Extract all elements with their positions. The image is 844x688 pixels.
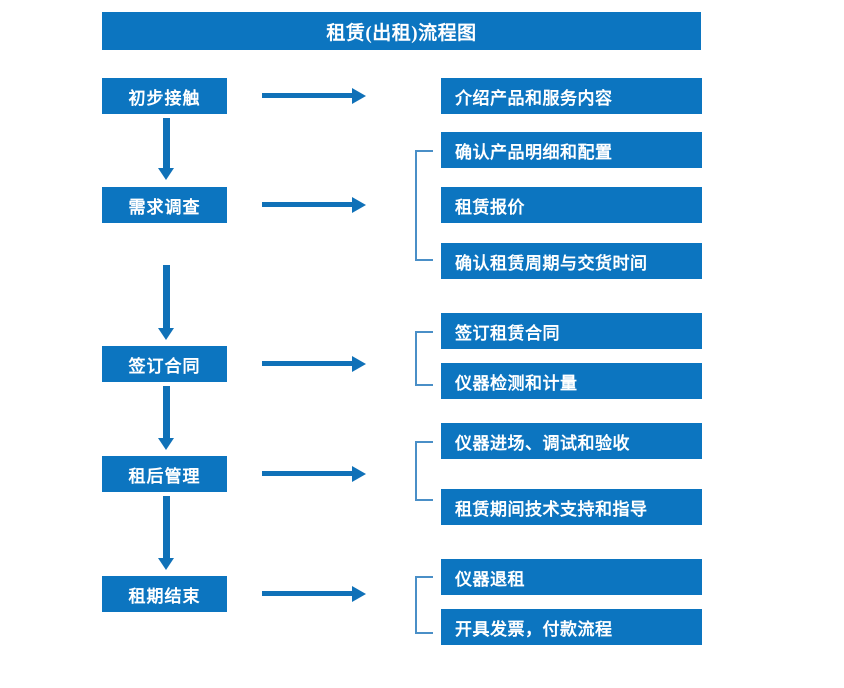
detail-box-rental-quote[interactable]: 租赁报价 bbox=[441, 187, 702, 223]
stage-box-initial-contact[interactable]: 初步接触 bbox=[102, 78, 227, 114]
detail-box-intro-products[interactable]: 介绍产品和服务内容 bbox=[441, 78, 702, 114]
arrow-shaft bbox=[163, 265, 170, 328]
arrow-shaft bbox=[262, 93, 354, 98]
arrow-shaft bbox=[262, 471, 354, 476]
arrow-head-icon bbox=[352, 88, 366, 104]
horizontal-arrow-4 bbox=[262, 466, 366, 482]
arrow-shaft bbox=[262, 591, 354, 596]
group-bracket-needs-survey bbox=[415, 150, 433, 261]
stage-box-lease-end[interactable]: 租期结束 bbox=[102, 576, 227, 612]
arrow-head-icon bbox=[158, 168, 174, 180]
vertical-arrow-2 bbox=[158, 265, 174, 340]
arrow-head-icon bbox=[158, 558, 174, 570]
arrow-head-icon bbox=[352, 197, 366, 213]
arrow-shaft bbox=[262, 202, 354, 207]
arrow-shaft bbox=[163, 386, 170, 438]
vertical-arrow-1 bbox=[158, 118, 174, 180]
detail-box-sign-rental-contract[interactable]: 签订租赁合同 bbox=[441, 313, 702, 349]
detail-box-instrument-return[interactable]: 仪器退租 bbox=[441, 559, 702, 595]
arrow-head-icon bbox=[158, 328, 174, 340]
arrow-head-icon bbox=[352, 586, 366, 602]
horizontal-arrow-2 bbox=[262, 197, 366, 213]
chart-title: 租赁(出租)流程图 bbox=[102, 12, 701, 50]
arrow-head-icon bbox=[352, 466, 366, 482]
stage-box-post-rental-management[interactable]: 租后管理 bbox=[102, 456, 227, 492]
detail-box-instrument-entry-commissioning[interactable]: 仪器进场、调试和验收 bbox=[441, 423, 702, 459]
stage-box-needs-survey[interactable]: 需求调查 bbox=[102, 187, 227, 223]
horizontal-arrow-3 bbox=[262, 356, 366, 372]
detail-box-technical-support[interactable]: 租赁期间技术支持和指导 bbox=[441, 489, 702, 525]
arrow-shaft bbox=[262, 361, 354, 366]
group-bracket-sign-contract bbox=[415, 331, 433, 386]
detail-box-instrument-inspection[interactable]: 仪器检测和计量 bbox=[441, 363, 702, 399]
stage-box-sign-contract[interactable]: 签订合同 bbox=[102, 346, 227, 382]
arrow-shaft bbox=[163, 118, 170, 168]
arrow-head-icon bbox=[352, 356, 366, 372]
arrow-head-icon bbox=[158, 438, 174, 450]
group-bracket-post-rental bbox=[415, 441, 433, 501]
arrow-shaft bbox=[163, 496, 170, 558]
detail-box-confirm-spec[interactable]: 确认产品明细和配置 bbox=[441, 132, 702, 168]
vertical-arrow-3 bbox=[158, 386, 174, 450]
detail-box-invoice-payment[interactable]: 开具发票，付款流程 bbox=[441, 609, 702, 645]
horizontal-arrow-1 bbox=[262, 88, 366, 104]
horizontal-arrow-5 bbox=[262, 586, 366, 602]
group-bracket-lease-end bbox=[415, 576, 433, 634]
vertical-arrow-4 bbox=[158, 496, 174, 570]
detail-box-confirm-period-delivery[interactable]: 确认租赁周期与交货时间 bbox=[441, 243, 702, 279]
